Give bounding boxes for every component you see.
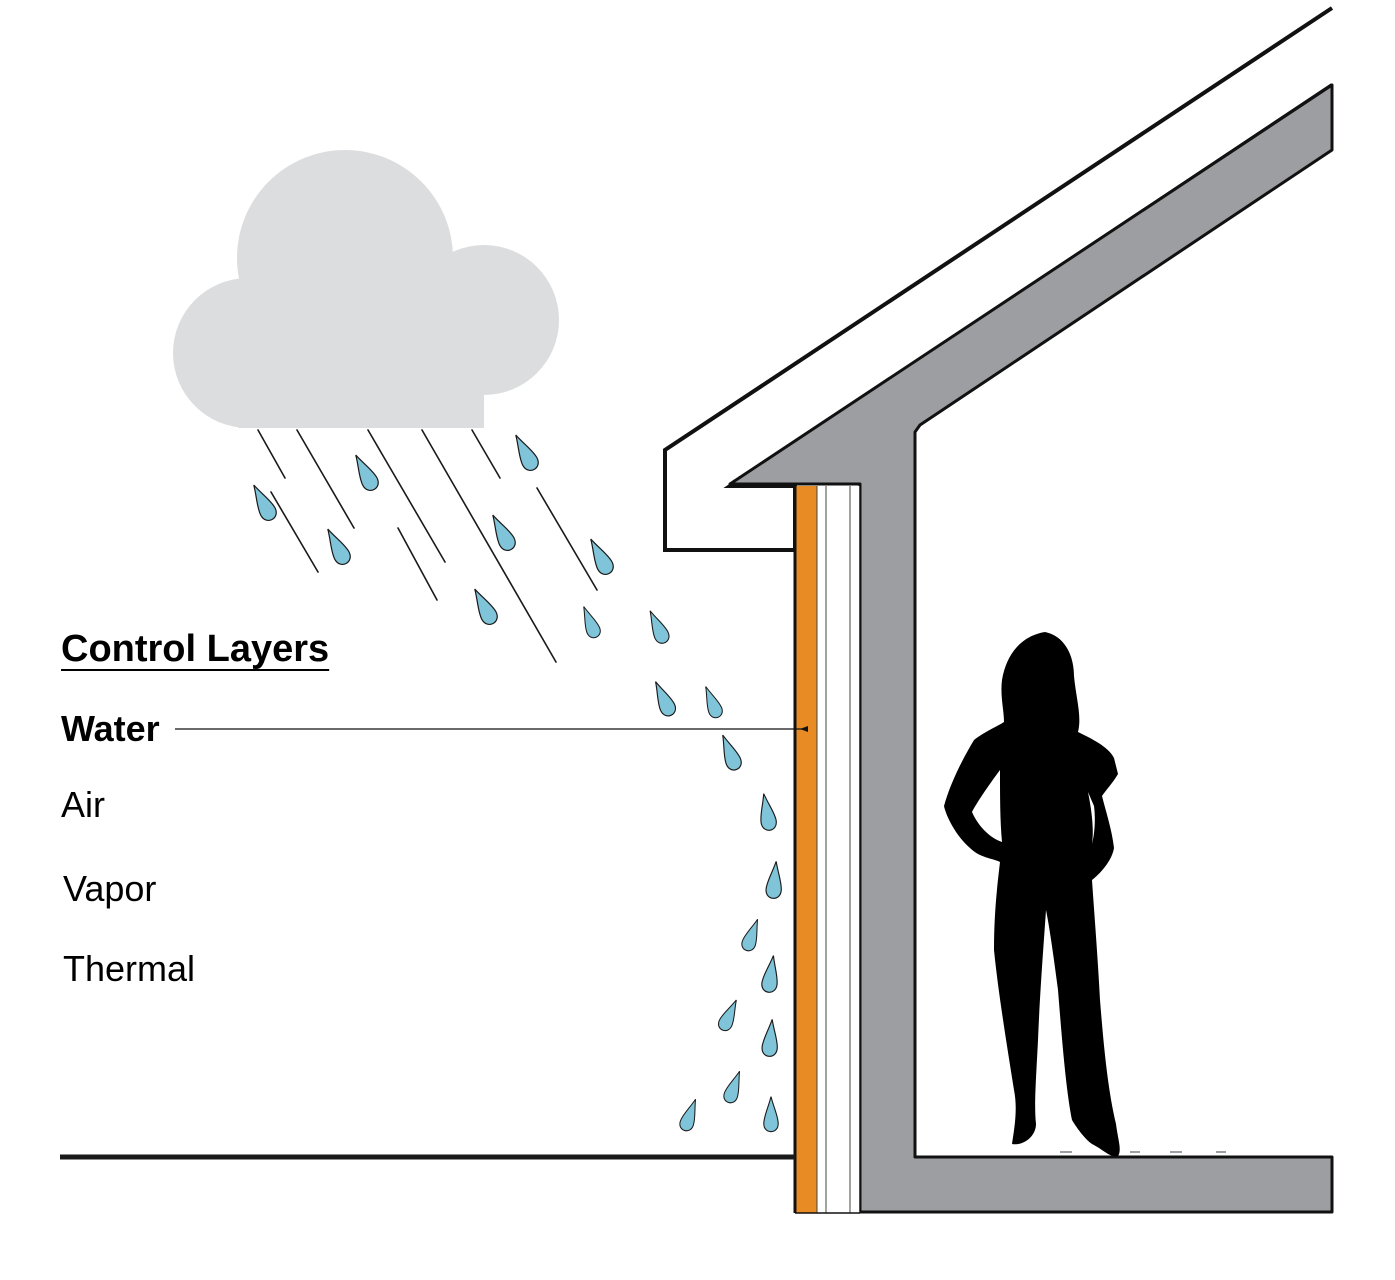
raindrop-icon [722,734,742,771]
raindrop-icon [741,918,759,952]
raindrop-icon [253,484,277,521]
water-pointer-line [175,726,808,732]
interior-finish-layer [850,486,860,1213]
raindrop-icon [718,999,737,1032]
legend-heading: Control Layers [61,628,330,670]
raindrop-icon [655,681,677,717]
rain-cloud-icon [173,150,559,428]
raindrop-icon [492,514,516,551]
legend-item-air: Air [61,784,105,825]
raindrop-icon [679,1098,697,1132]
sheathing-layer [817,486,826,1213]
raindrop-icon [765,861,782,899]
raindrop-icon [583,606,601,639]
raindrops [253,434,782,1133]
water-control-layer [795,486,817,1213]
raindrop-icon [761,1019,778,1057]
raindrop-icon [515,434,539,471]
wall-assembly [793,486,861,1214]
raindrop-icon [705,686,723,719]
raindrop-icon [355,454,379,491]
raindrop-icon [327,528,351,565]
legend-item-vapor: Vapor [63,868,157,909]
raindrop-icon [761,955,778,993]
raindrop-icon [474,588,498,625]
raindrop-icon [760,793,777,831]
raindrop-icon [649,610,670,644]
legend-item-thermal: Thermal [63,948,196,989]
raindrop-icon [723,1070,741,1104]
raindrop-icon [590,538,614,575]
legend-item-water: Water [61,708,160,749]
raindrop-icon [763,1096,779,1133]
rain-streaks [257,429,598,663]
stud-layer [826,486,850,1213]
person-silhouette-icon [944,632,1120,1157]
